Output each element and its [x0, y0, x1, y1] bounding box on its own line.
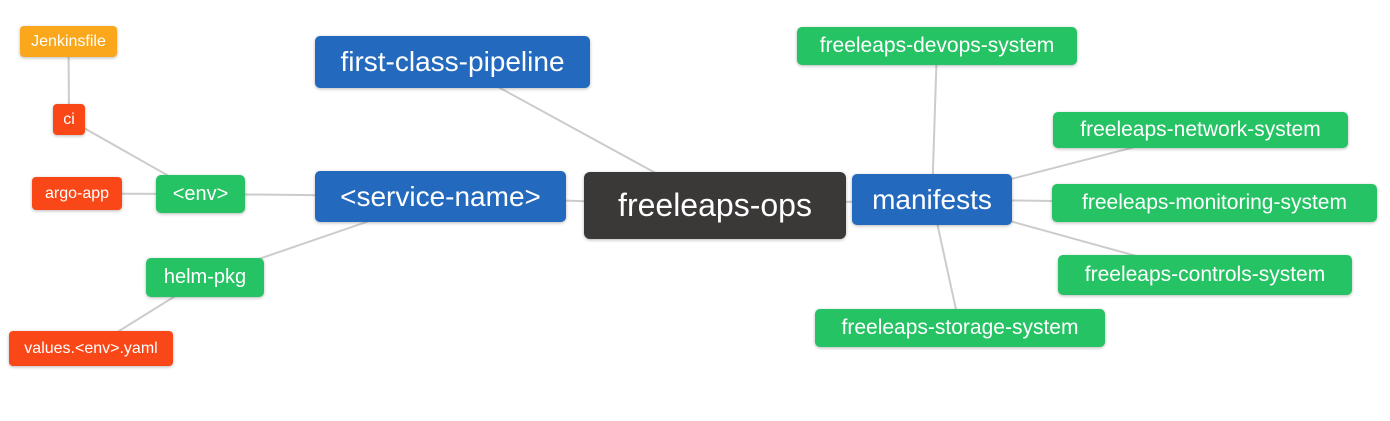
node-freeleaps-controls-system[interactable]: freeleaps-controls-system: [1058, 255, 1352, 295]
node-helm-pkg[interactable]: helm-pkg: [146, 258, 264, 297]
node-freeleaps-devops-system[interactable]: freeleaps-devops-system: [797, 27, 1077, 65]
node-manifests[interactable]: manifests: [852, 174, 1012, 225]
node-jenkinsfile[interactable]: Jenkinsfile: [20, 26, 117, 57]
node-freeleaps-network-system[interactable]: freeleaps-network-system: [1053, 112, 1348, 148]
node-first-class-pipeline[interactable]: first-class-pipeline: [315, 36, 590, 88]
node-freeleaps-ops[interactable]: freeleaps-ops: [584, 172, 846, 239]
node-env[interactable]: <env>: [156, 175, 245, 213]
node-freeleaps-storage-system[interactable]: freeleaps-storage-system: [815, 309, 1105, 347]
node-argo-app[interactable]: argo-app: [32, 177, 122, 210]
node-freeleaps-monitoring-system[interactable]: freeleaps-monitoring-system: [1052, 184, 1377, 222]
node-service-name[interactable]: <service-name>: [315, 171, 566, 222]
node-values-env-yaml[interactable]: values.<env>.yaml: [9, 331, 173, 366]
node-ci[interactable]: ci: [53, 104, 85, 135]
